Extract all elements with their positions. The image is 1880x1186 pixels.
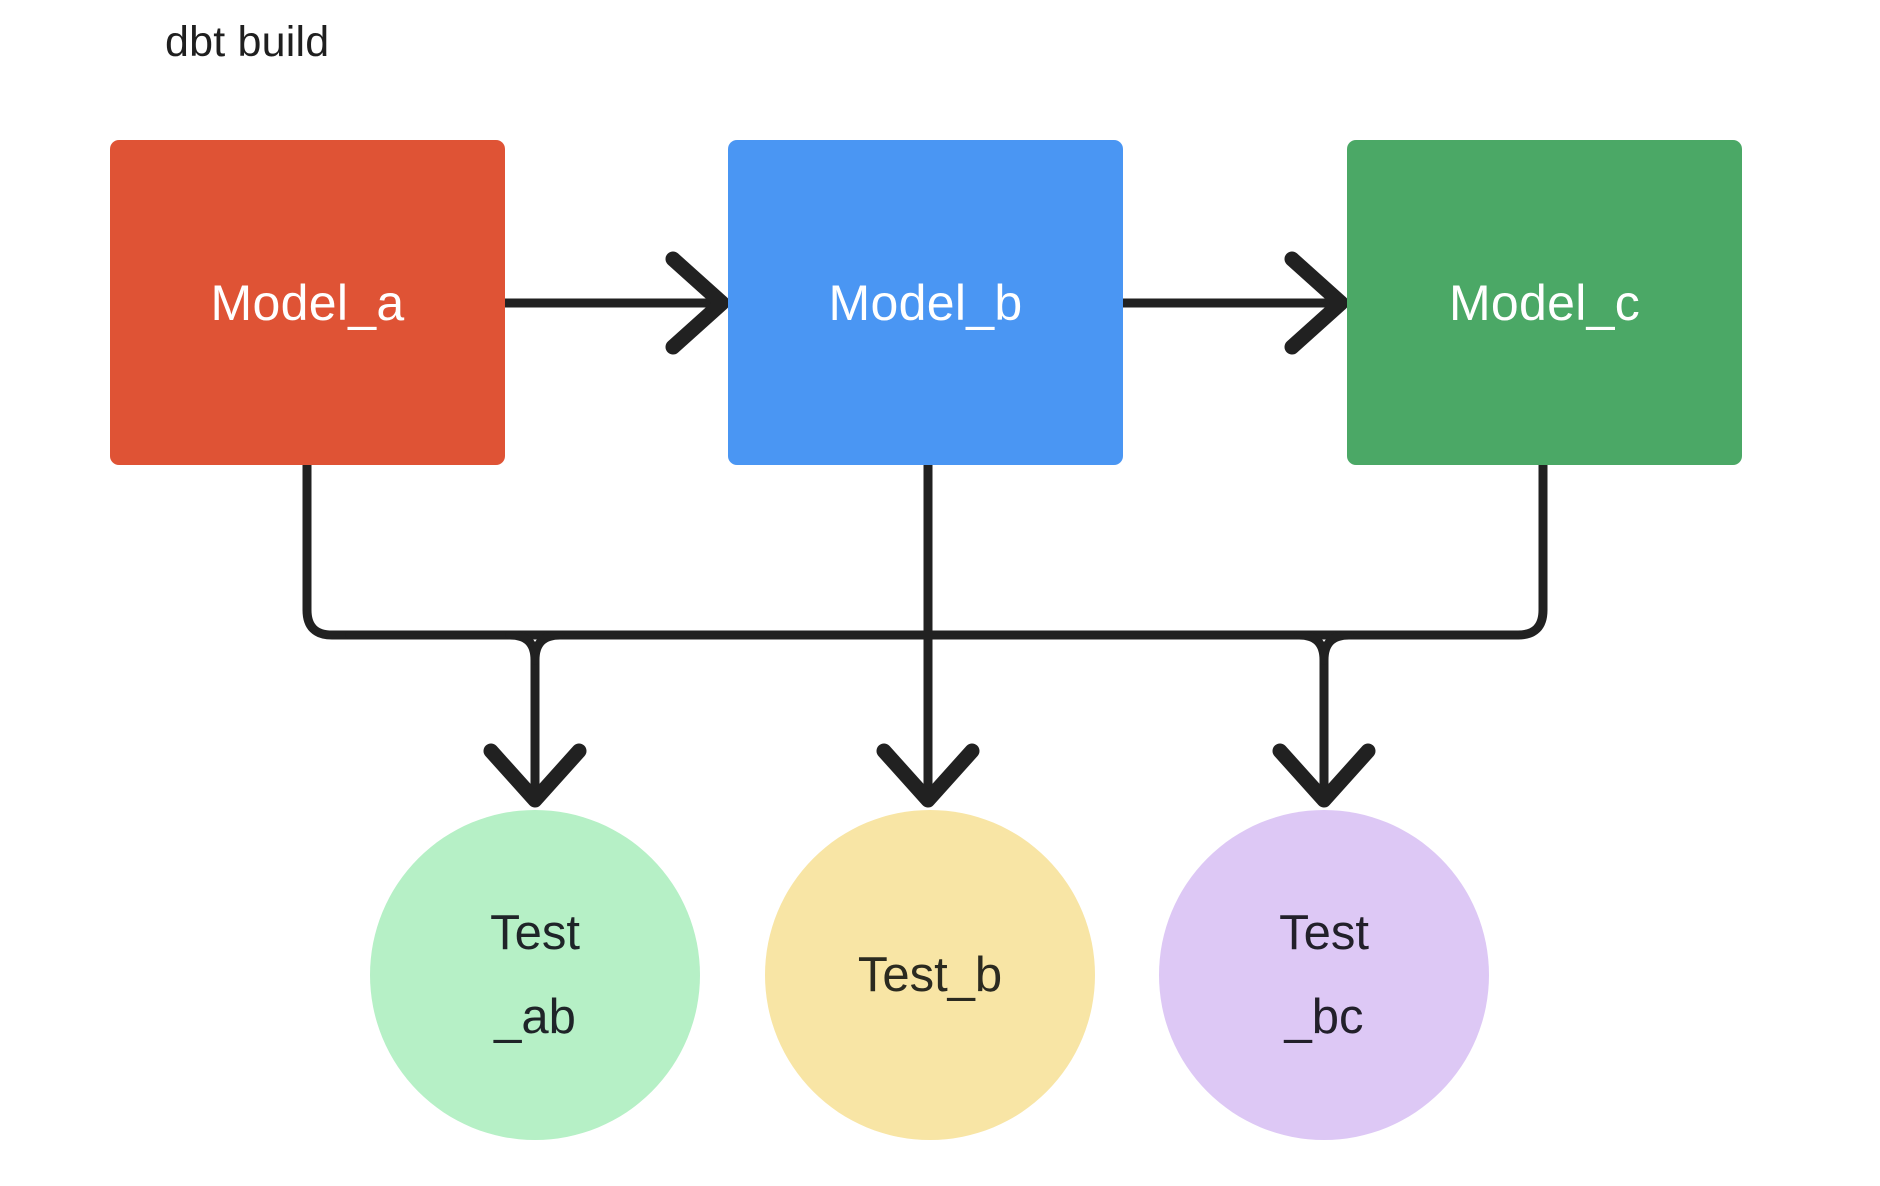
node-test-bc[interactable]: Test _bc <box>1159 810 1489 1140</box>
node-model-a[interactable]: Model_a <box>110 140 505 465</box>
edge-branch-to-test-bc <box>1272 630 1376 808</box>
edge-model-b-to-test-b <box>876 460 980 808</box>
diagram-title: dbt build <box>165 18 330 66</box>
node-model-c-label: Model_c <box>1448 274 1641 331</box>
node-model-c[interactable]: Model_c <box>1347 140 1742 465</box>
node-model-a-label: Model_a <box>210 274 405 331</box>
edge-model-a-to-test-ab <box>302 460 1523 640</box>
node-test-ab[interactable]: Test _ab <box>370 810 700 1140</box>
node-test-bc-label: Test _bc <box>1279 905 1369 1044</box>
node-test-ab-label: Test _ab <box>490 905 580 1044</box>
edge-branch-to-test-ab <box>483 630 587 808</box>
node-model-b[interactable]: Model_b <box>728 140 1123 465</box>
edge-model-a-to-model-b <box>500 251 730 355</box>
edge-model-b-to-model-c <box>1118 251 1349 355</box>
node-model-b-label: Model_b <box>828 274 1023 331</box>
node-test-b-label: Test_b <box>857 947 1003 1002</box>
node-test-b[interactable]: Test_b <box>765 810 1095 1140</box>
edge-model-c-to-test-bc <box>345 460 1548 640</box>
